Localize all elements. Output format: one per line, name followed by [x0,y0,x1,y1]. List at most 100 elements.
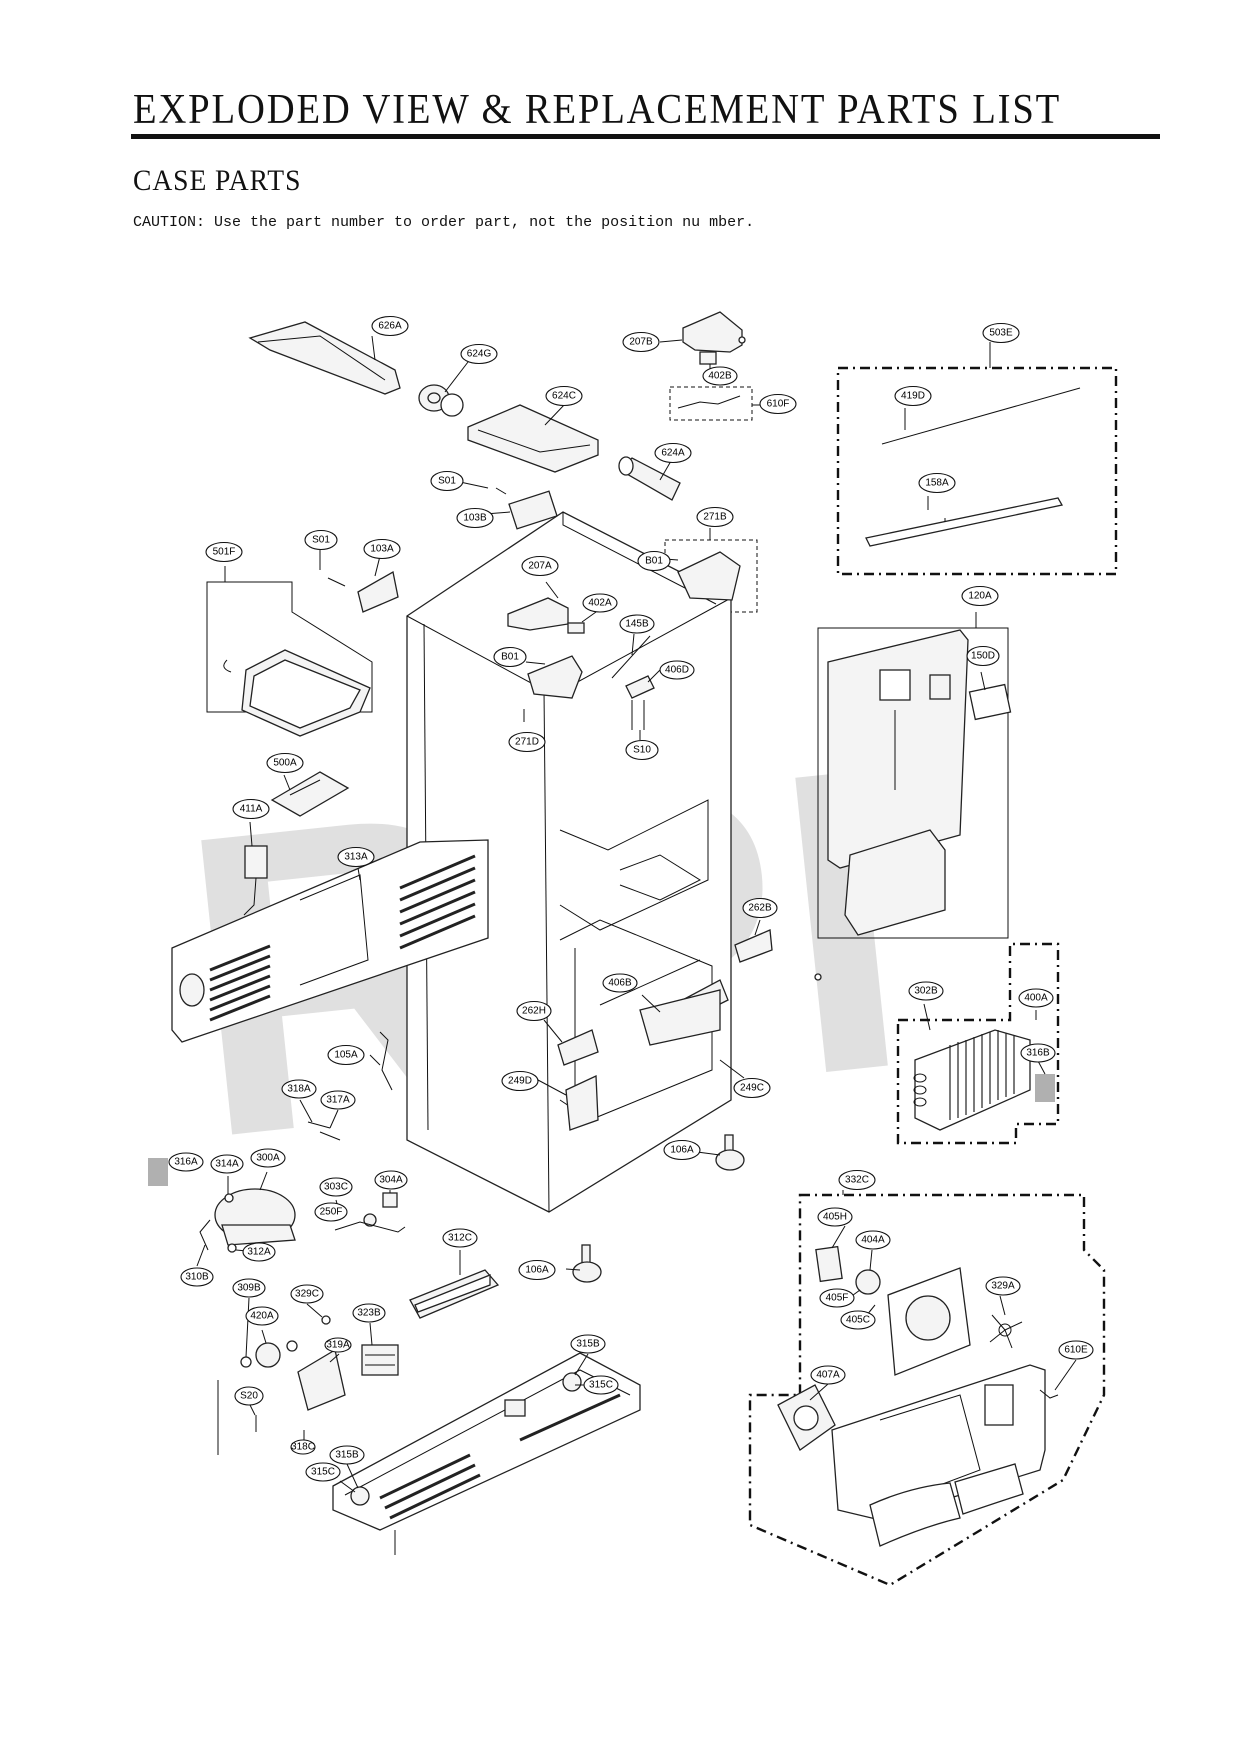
part-405h [815,1245,843,1283]
callout-332c: 332C [838,1169,876,1191]
callout-103b: 103B [456,507,494,529]
part-150d [968,683,1012,721]
svg-text:420A: 420A [250,1311,274,1322]
svg-text:310B: 310B [185,1272,209,1283]
callout-105a: 105A [327,1044,365,1066]
part-106a-upper [715,1134,745,1171]
svg-text:262B: 262B [748,903,772,914]
callout-312c: 312C [442,1228,478,1248]
part-106a-lower [572,1244,602,1283]
part-329a [989,1314,1023,1349]
callout-207b: 207B [622,331,660,353]
part-624a [618,456,681,501]
svg-text:624G: 624G [467,349,492,360]
part-313a [171,839,489,1043]
callout-s10: S10 [625,739,659,761]
svg-text:302B: 302B [914,986,938,997]
title-rule [131,134,1160,139]
callout-626a: 626A [371,315,409,337]
part-624c [467,404,599,473]
part-402a [567,622,585,634]
svg-text:309B: 309B [237,1283,261,1294]
callout-406b: 406B [602,973,638,993]
callout-s01-top: S01 [430,470,464,492]
callout-302b: 302B [908,981,944,1001]
svg-text:315B: 315B [335,1450,359,1461]
callout-624g: 624G [460,343,498,365]
svg-text:332C: 332C [845,1175,869,1186]
part-316b-swatch [1035,1074,1055,1102]
svg-text:400A: 400A [1024,993,1048,1004]
part-420a [255,1342,281,1368]
part-316a-swatch [148,1158,168,1186]
svg-text:106A: 106A [670,1145,694,1156]
part-262h [557,1029,599,1066]
callout-315b-right: 315B [570,1334,606,1354]
callout-323b: 323B [352,1303,386,1323]
svg-text:262H: 262H [522,1006,546,1017]
callout-158a: 158A [918,472,956,494]
callout-420a: 420A [245,1306,279,1326]
part-332c [777,1245,1059,1547]
svg-text:329A: 329A [991,1281,1015,1292]
svg-text:158A: 158A [925,478,949,489]
parts-controls [217,1315,399,1455]
callout-271d: 271D [508,731,546,753]
callout-400a: 400A [1018,988,1054,1008]
svg-text:271D: 271D [515,737,539,748]
part-105a [379,1031,393,1091]
group-501f-box [206,581,373,713]
part-310b [199,1219,211,1251]
caution-note: CAUTION: Use the part number to order pa… [133,214,755,231]
callout-103a: 103A [363,538,401,560]
callout-316b: 316B [1020,1043,1056,1063]
svg-text:501F: 501F [213,547,236,558]
callout-249c: 249C [733,1077,771,1099]
callout-250f: 250F [314,1202,348,1222]
callout-309b: 309B [232,1278,266,1298]
svg-text:207B: 207B [629,337,653,348]
svg-text:503E: 503E [989,328,1013,339]
svg-text:329C: 329C [295,1289,319,1300]
svg-text:315C: 315C [589,1380,613,1391]
part-315b-base [332,1352,641,1555]
svg-text:402B: 402B [708,371,732,382]
callout-120a: 120A [961,585,999,607]
parts-compressor [148,1121,500,1319]
svg-text:303C: 303C [324,1182,348,1193]
callout-207a: 207A [521,555,559,577]
svg-text:610E: 610E [1064,1345,1088,1356]
callout-249d: 249D [501,1070,539,1092]
part-207b [682,311,743,353]
part-406d [625,675,655,699]
parts-top [248,311,746,613]
svg-text:249C: 249C [740,1083,764,1094]
callout-312a: 312A [242,1242,276,1262]
svg-text:406B: 406B [608,978,632,989]
svg-text:402A: 402A [588,598,612,609]
svg-text:405H: 405H [823,1212,847,1223]
svg-text:313A: 313A [344,852,368,863]
svg-text:323B: 323B [357,1308,381,1319]
svg-text:B01: B01 [645,556,663,567]
callout-310b: 310B [180,1267,214,1287]
svg-text:419D: 419D [901,391,925,402]
part-120a [827,629,1012,936]
svg-text:103B: 103B [463,513,487,524]
callout-145b: 145B [619,614,655,634]
callout-314a: 314A [210,1154,244,1174]
callout-304a: 304A [374,1170,408,1190]
callout-s01-left: S01 [304,529,338,551]
callout-262h: 262H [516,1000,552,1022]
part-319a [297,1348,346,1411]
svg-text:S10: S10 [633,745,651,756]
svg-text:316B: 316B [1026,1048,1050,1059]
callout-503e: 503E [982,322,1020,344]
part-312a [227,1243,237,1253]
callout-500a: 500A [266,752,304,774]
svg-text:103A: 103A [370,544,394,555]
parts-503e [865,387,1081,547]
parts-hinges [379,551,822,1283]
svg-text:500A: 500A [273,758,297,769]
